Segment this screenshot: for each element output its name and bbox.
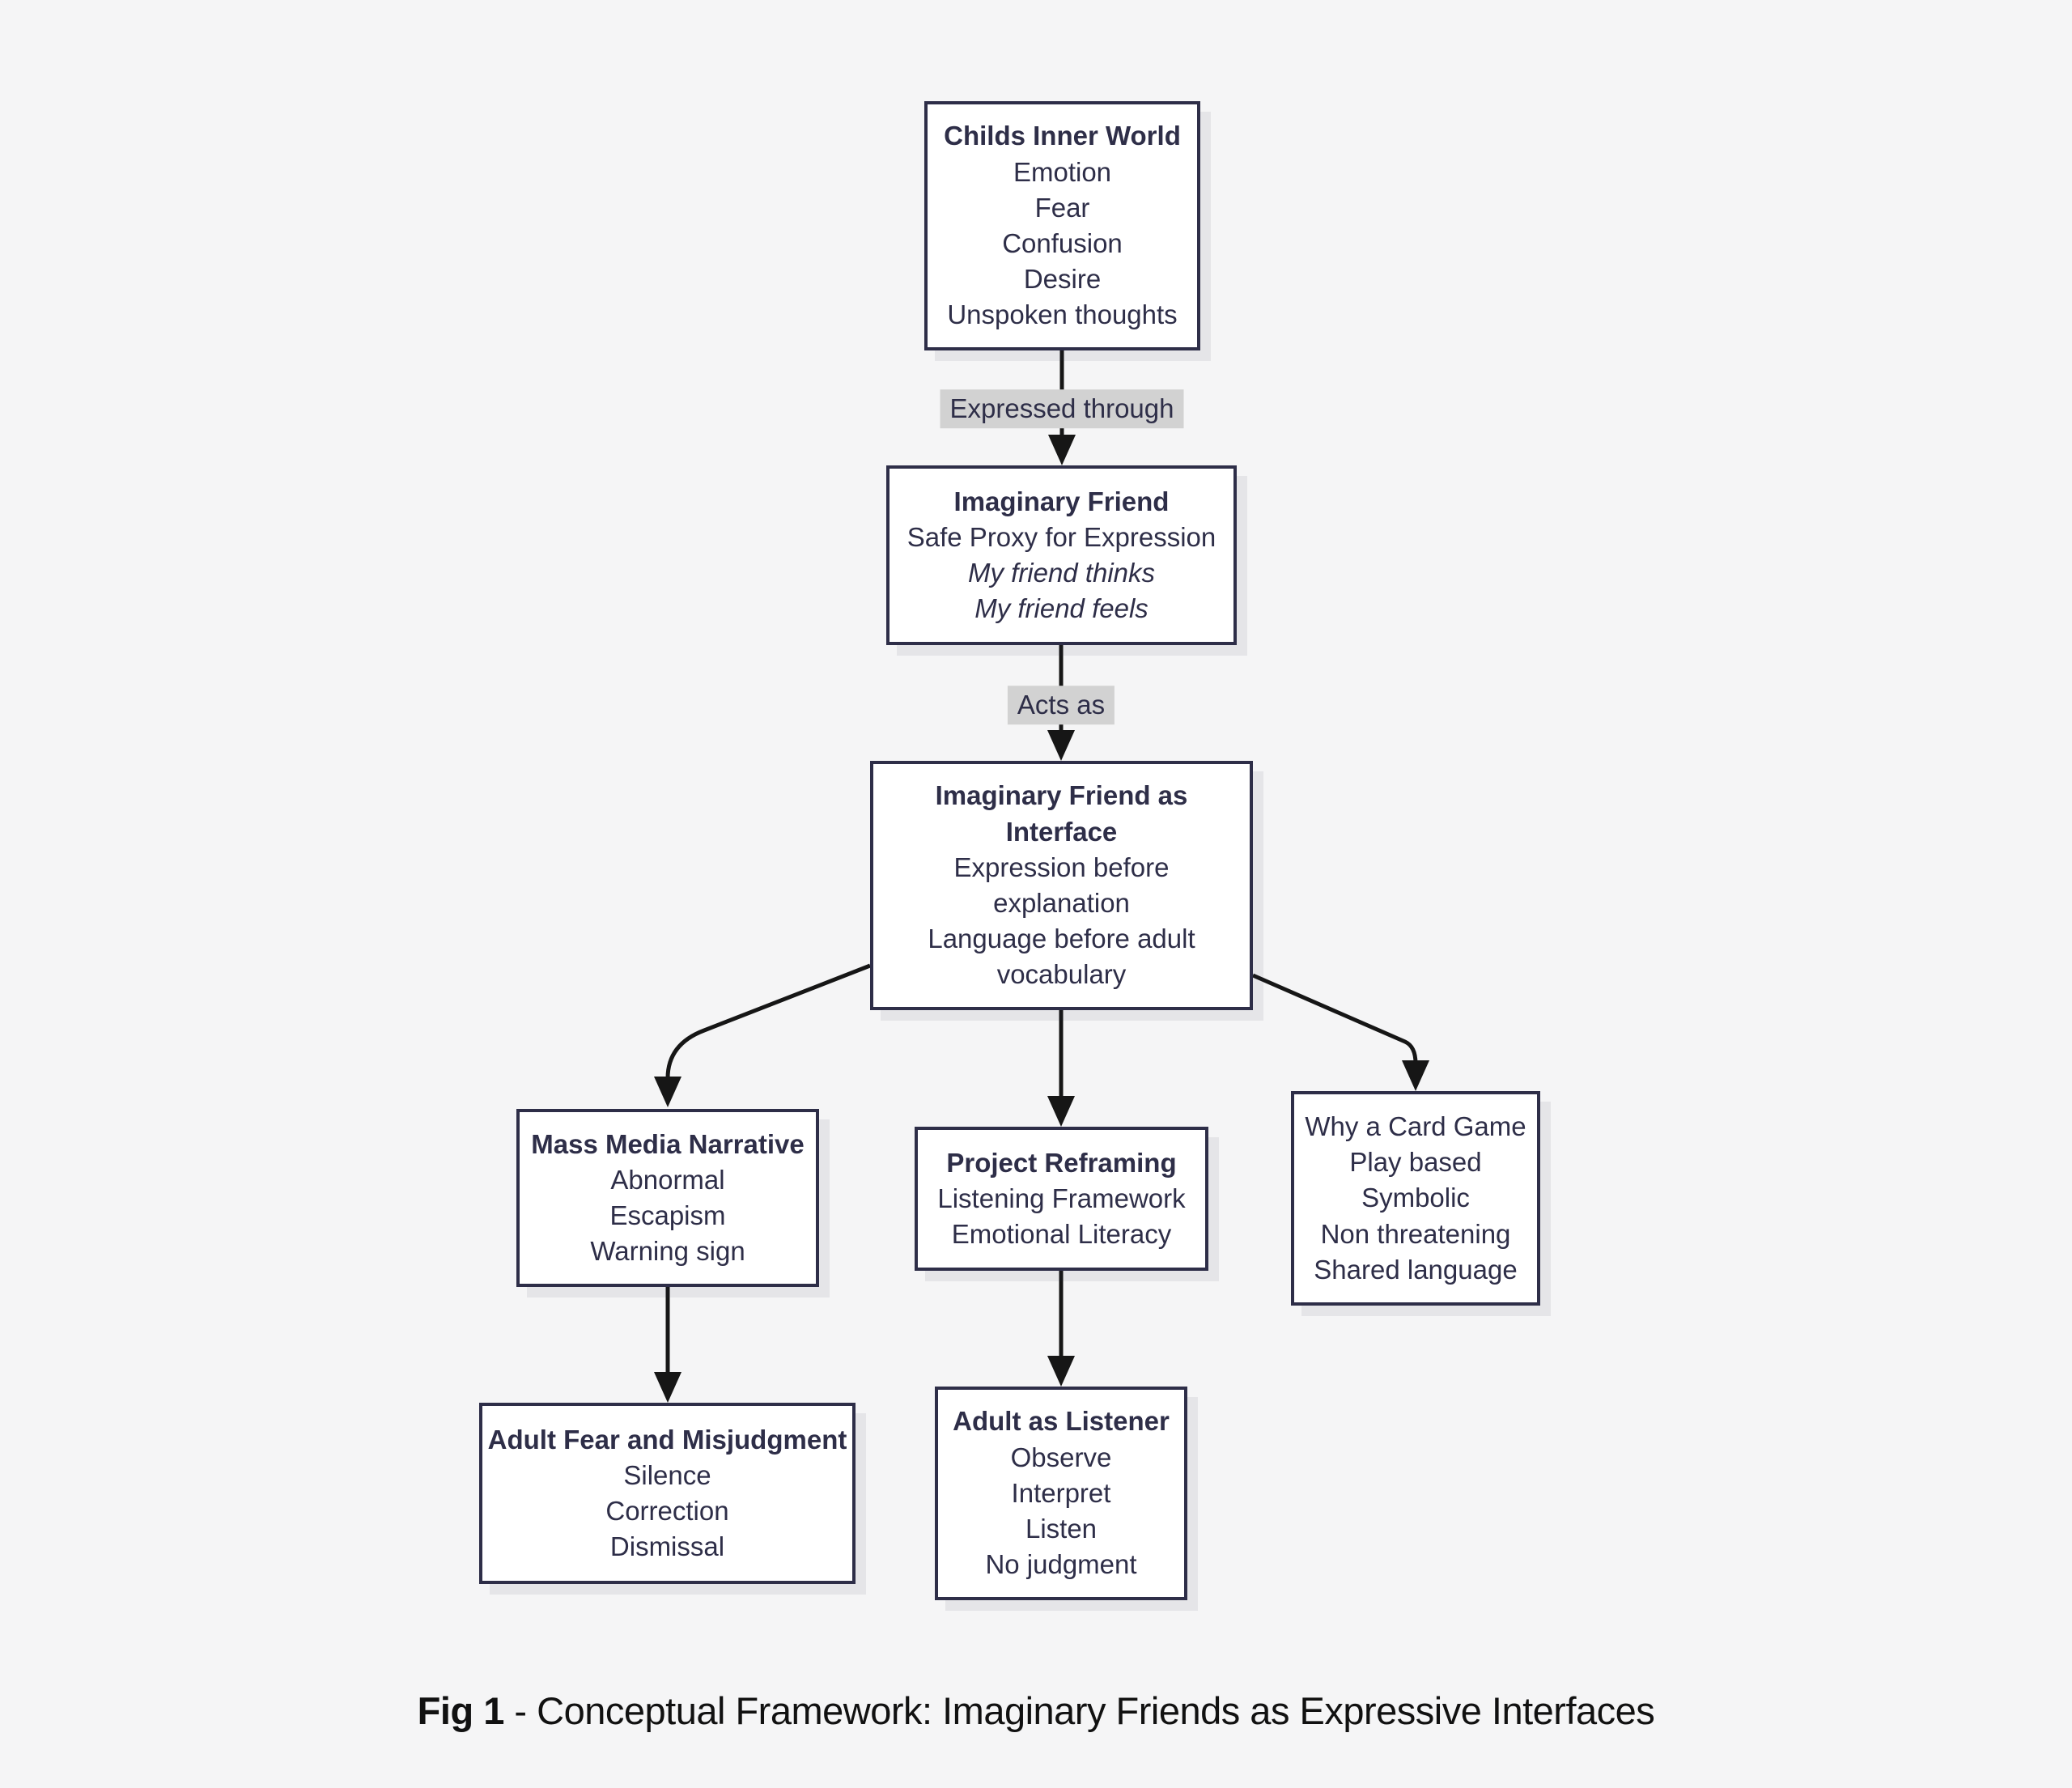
node-line: No judgment	[985, 1549, 1137, 1580]
node-line: Why a Card Game	[1305, 1111, 1526, 1141]
node-line: Listening Framework	[937, 1183, 1186, 1213]
node-mass-media-narrative: Mass Media Narrative Abnormal Escapism W…	[516, 1109, 819, 1287]
node-title: Mass Media Narrative	[531, 1128, 805, 1159]
figure-caption: Fig 1 - Conceptual Framework: Imaginary …	[0, 1688, 2072, 1733]
node-line: Dismissal	[609, 1531, 725, 1562]
arrowhead-listener	[1047, 1356, 1075, 1387]
node-line: Fear	[1034, 192, 1090, 223]
node-adult-fear-and-misjudgment: Adult Fear and Misjudgment Silence Corre…	[479, 1403, 856, 1584]
arrowhead-friend	[1048, 435, 1076, 465]
caption-text: - Conceptual Framework: Imaginary Friend…	[514, 1689, 1655, 1732]
node-line: Emotional Literacy	[951, 1219, 1172, 1250]
edge-interface-to-media	[665, 963, 871, 1079]
node-line: Escapism	[609, 1200, 726, 1230]
node-imaginary-friend-as-interface: Imaginary Friend as Interface Expression…	[870, 761, 1253, 1010]
node-line: Confusion	[1002, 228, 1123, 258]
node-line: Language before adult vocabulary	[928, 924, 1195, 990]
node-title: Adult Fear and Misjudgment	[487, 1424, 847, 1455]
node-line: Shared language	[1314, 1254, 1518, 1285]
node-line-italic: My friend feels	[974, 593, 1149, 624]
node-line: Expression before explanation	[953, 852, 1170, 918]
node-title: Adult as Listener	[953, 1406, 1170, 1437]
node-line: Safe Proxy for Expression	[906, 521, 1216, 552]
arrowhead-fear	[654, 1372, 681, 1403]
node-title: Project Reframing	[946, 1147, 1177, 1178]
node-line: Non threatening	[1320, 1218, 1511, 1249]
arrowhead-reframing	[1047, 1096, 1075, 1127]
node-adult-as-listener: Adult as Listener Observe Interpret List…	[935, 1387, 1187, 1600]
caption-fig-label: Fig 1	[417, 1689, 505, 1732]
node-line: Play based	[1349, 1147, 1482, 1178]
node-project-reframing: Project Reframing Listening Framework Em…	[915, 1127, 1208, 1271]
node-line: Listen	[1025, 1514, 1098, 1544]
node-line: Interpret	[1011, 1477, 1111, 1508]
node-title: Imaginary Friend as Interface	[935, 780, 1188, 847]
node-title: Childs Inner World	[944, 121, 1181, 151]
node-line: Warning sign	[590, 1236, 745, 1267]
arrowhead-cardgame	[1402, 1060, 1429, 1091]
edge-label-expressed-through: Expressed through	[940, 389, 1184, 428]
node-imaginary-friend: Imaginary Friend Safe Proxy for Expressi…	[886, 465, 1237, 645]
arrowhead-interface	[1047, 730, 1075, 761]
node-line-italic: My friend thinks	[967, 558, 1156, 588]
node-line: Correction	[605, 1496, 729, 1526]
edge-interface-to-cardgame	[1252, 973, 1418, 1064]
node-line: Symbolic	[1361, 1183, 1470, 1213]
node-line: Observe	[1010, 1442, 1112, 1472]
node-line: Abnormal	[610, 1164, 725, 1195]
edge-label-acts-as: Acts as	[1007, 686, 1115, 724]
node-why-a-card-game: Why a Card Game Play based Symbolic Non …	[1291, 1091, 1540, 1306]
node-line: Emotion	[1013, 156, 1112, 187]
node-line: Unspoken thoughts	[947, 299, 1178, 330]
node-line: Desire	[1023, 264, 1102, 295]
node-title: Imaginary Friend	[953, 486, 1170, 516]
node-childs-inner-world: Childs Inner World Emotion Fear Confusio…	[924, 101, 1200, 350]
node-line: Silence	[623, 1459, 711, 1490]
arrowhead-media	[654, 1077, 681, 1107]
